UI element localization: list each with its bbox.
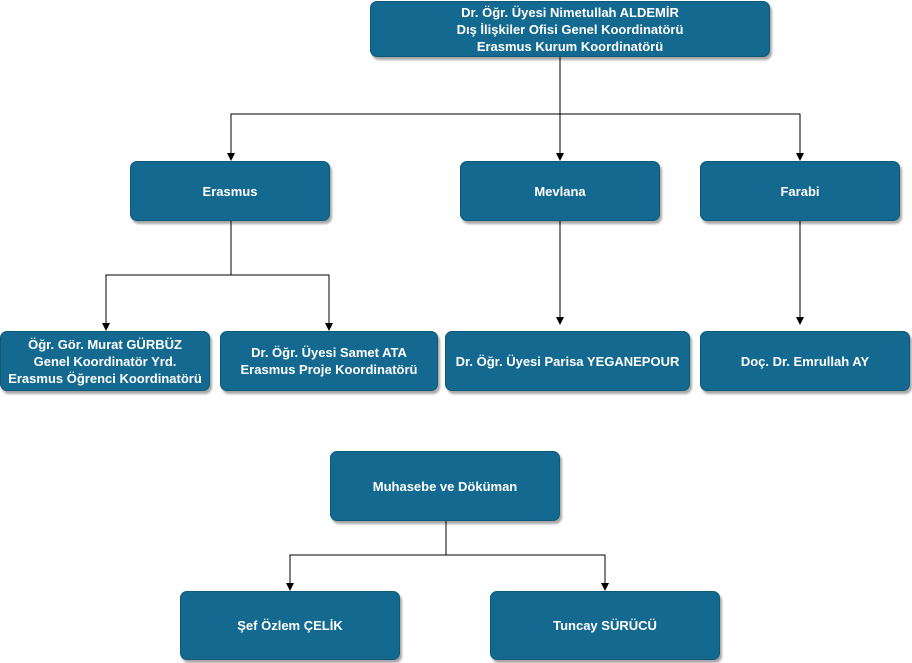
node-line: Mevlana — [534, 183, 586, 199]
node-line: Dr. Öğr. Üyesi Nimetullah ALDEMİR — [461, 4, 679, 20]
connector-root-erasmus — [227, 113, 560, 161]
node-line: Şef Özlem ÇELİK — [237, 618, 343, 633]
connector-erasmus-gurbuz — [102, 221, 232, 331]
node-farabi: Farabi — [700, 161, 900, 221]
node-line: Doç. Dr. Emrullah AY — [740, 353, 870, 369]
node-line: Muhasebe ve Döküman — [372, 478, 518, 494]
node-gurbuz: Öğr. Gör. Murat GÜRBÜZ Genel Koordinatör… — [0, 331, 210, 391]
node-line: Erasmus Kurum Koordinatörü — [476, 38, 664, 54]
node-muhasebe: Muhasebe ve Döküman — [330, 451, 560, 521]
connector-muhasebe-surucu — [446, 554, 609, 591]
connector-erasmus-ata — [231, 274, 333, 331]
node-surucu: Tuncay SÜRÜCÜ — [490, 591, 720, 660]
node-celik: Şef Özlem ÇELİK — [180, 591, 400, 660]
node-line: Erasmus Öğrenci Koordinatörü — [8, 370, 202, 386]
node-line: Erasmus — [202, 183, 258, 199]
node-line: Farabi — [780, 183, 820, 199]
node-yeganepour: Dr. Öğr. Üyesi Parisa YEGANEPOUR — [445, 331, 690, 391]
connector-root-farabi — [560, 113, 804, 161]
node-ata: Dr. Öğr. Üyesi Samet ATA Erasmus Proje K… — [220, 331, 438, 391]
node-mevlana: Mevlana — [460, 161, 660, 221]
node-line: Dr. Öğr. Üyesi Samet ATA — [251, 345, 407, 360]
node-line: Erasmus Proje Koordinatörü — [240, 362, 418, 377]
node-line: Öğr. Gör. Murat GÜRBÜZ — [28, 336, 182, 352]
node-erasmus: Erasmus — [130, 161, 330, 221]
node-line: Dr. Öğr. Üyesi Parisa YEGANEPOUR — [455, 353, 680, 369]
connector-muhasebe-celik — [286, 521, 447, 591]
node-line: Dış İlişkiler Ofisi Genel Koordinatörü — [456, 21, 684, 37]
node-root-coordinator: Dr. Öğr. Üyesi Nimetullah ALDEMİR Dış İl… — [370, 1, 770, 57]
node-line: Tuncay SÜRÜCÜ — [553, 618, 657, 633]
node-line: Genel Koordinatör Yrd. — [33, 353, 177, 369]
node-ay: Doç. Dr. Emrullah AY — [700, 331, 910, 391]
